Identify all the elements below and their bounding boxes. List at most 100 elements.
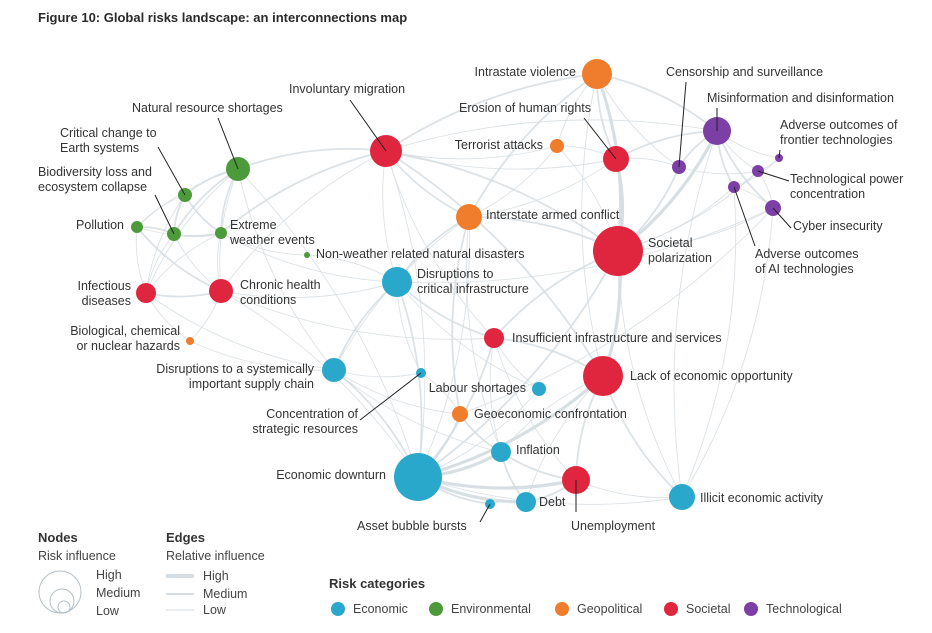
node-insuff[interactable] [484, 328, 504, 348]
legend-swatch-economic [331, 602, 345, 616]
legend-swatch-societal [664, 602, 678, 616]
edge-migration-humanrights [385, 150, 617, 170]
node-extreme[interactable] [215, 227, 227, 239]
edge-migration-terrorist [385, 145, 558, 160]
node-label-natres: Natural resource shortages [132, 101, 283, 115]
node-label-inflation: Inflation [516, 443, 560, 457]
nodes-layer [131, 59, 783, 512]
node-label-nonweather: Non-weather related natural disasters [316, 247, 524, 261]
edge-polarization-illicit [617, 250, 683, 498]
node-critinfra[interactable] [382, 267, 412, 297]
legend-categories-title: Risk categories [329, 576, 425, 591]
legend-node-level-2: Low [96, 604, 120, 618]
edge-polarization-migration [385, 150, 619, 252]
edge-illicit-ai [681, 186, 737, 498]
edge-misinfo-migration [385, 119, 718, 152]
edge-interstate-terrorist [468, 145, 558, 218]
edge-illicit-cyber [681, 207, 774, 498]
leader-line-biodiv [154, 194, 175, 235]
node-supply[interactable] [322, 358, 346, 382]
edge-critinfra-supply [333, 281, 398, 371]
edge-natres-infectious [145, 168, 239, 294]
legend-category-economic: Economic [353, 602, 408, 616]
node-chronic[interactable] [209, 279, 233, 303]
node-label-debt: Debt [539, 495, 566, 509]
legend-swatch-environmental [429, 602, 443, 616]
node-interstate[interactable] [456, 204, 482, 230]
edge-interstate-geoeconomic [451, 216, 470, 415]
edge-misinfo-illicit [673, 130, 718, 498]
legend-category-environmental: Environmental [451, 602, 531, 616]
leader-line-migration [349, 99, 387, 152]
edge-migration-insuff [385, 150, 495, 339]
legend-category-technological: Technological [766, 602, 842, 616]
node-inflation[interactable] [491, 442, 511, 462]
node-intrastate[interactable] [582, 59, 612, 89]
edge-migration-critinfra [382, 150, 398, 283]
node-labour[interactable] [532, 382, 546, 396]
node-polarization[interactable] [593, 226, 643, 276]
leader-line-natres [217, 117, 239, 170]
node-lackopp[interactable] [583, 356, 623, 396]
edge-downturn-illicit [417, 476, 683, 505]
node-pollution[interactable] [131, 221, 143, 233]
edge-interstate-inflation [465, 216, 502, 453]
leader-line-censorship [678, 81, 687, 168]
edge-extreme-nonweather [220, 232, 308, 256]
edge-critinfra-labour [396, 281, 540, 390]
edge-insuff-unemployment [493, 337, 577, 481]
node-label-insuff: Insufficient infrastructure and services [512, 331, 722, 345]
node-label-unemployment: Unemployment [571, 519, 656, 533]
node-label-terrorist: Terrorist attacks [455, 138, 543, 152]
node-label-illicit: Illicit economic activity [700, 491, 824, 505]
leader-line-earth [157, 146, 186, 196]
legend-node-size-high [38, 570, 82, 614]
edge-critinfra-cyber [396, 207, 774, 284]
edge-downturn-migration [385, 150, 426, 478]
leader-line-techpower [757, 170, 790, 182]
edge-chronic-critinfra [220, 281, 398, 298]
edge-earth-infectious [145, 194, 186, 294]
legend-nodes-subtitle: Risk influence [38, 549, 116, 563]
node-illicit[interactable] [669, 484, 695, 510]
legend-category-societal: Societal [686, 602, 730, 616]
node-label-labour: Labour shortages [429, 381, 526, 395]
legend-nodes-title: Nodes [38, 530, 78, 545]
node-label-cyber: Cyber insecurity [793, 219, 883, 233]
node-label-intrastate: Intrastate violence [475, 65, 576, 79]
legend-node-level-1: Medium [96, 586, 140, 600]
edge-infectious-supply [145, 292, 335, 371]
legend-edge-level-2: Low [203, 603, 227, 617]
node-geoeconomic[interactable] [452, 406, 468, 422]
node-label-pollution: Pollution [76, 218, 124, 232]
legend-category-geopolitical: Geopolitical [577, 602, 642, 616]
edge-migration-natres [237, 147, 387, 170]
edge-earth-extreme [184, 194, 222, 234]
legend-edge-level-1: Medium [203, 587, 247, 601]
edge-downturn-natres [237, 168, 419, 478]
node-infectious[interactable] [136, 283, 156, 303]
legend-edges-title: Edges [166, 530, 205, 545]
node-nonweather[interactable] [304, 252, 310, 258]
node-label-humanrights: Erosion of human rights [459, 101, 591, 115]
edge-bio-supply [189, 340, 335, 371]
edge-lackopp-migration [385, 150, 604, 377]
figure-title: Figure 10: Global risks landscape: an in… [38, 10, 408, 25]
node-debt[interactable] [516, 492, 536, 512]
legend-node-size-low [57, 600, 71, 614]
node-downturn[interactable] [394, 453, 442, 501]
leader-line-frontier [778, 149, 781, 159]
node-terrorist[interactable] [550, 139, 564, 153]
node-label-migration: Involuntary migration [289, 82, 405, 96]
node-bio[interactable] [186, 337, 194, 345]
